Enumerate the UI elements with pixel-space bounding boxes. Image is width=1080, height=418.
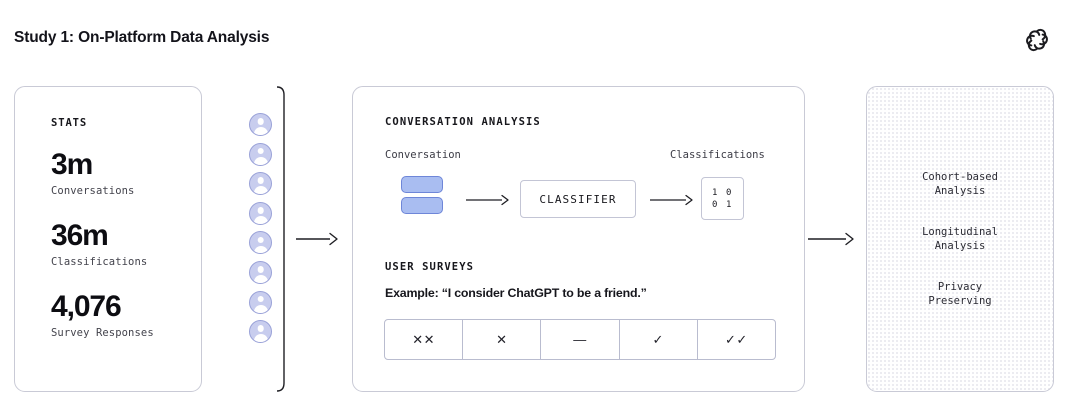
analysis-panel: CONVERSATION ANALYSIS Conversation Class… xyxy=(352,86,805,392)
user-avatar-column xyxy=(249,113,275,344)
stat-label: Conversations xyxy=(51,185,135,197)
chat-bubble-bottom xyxy=(401,197,443,214)
arrow-right-icon xyxy=(296,232,338,246)
arrow-right-icon xyxy=(466,194,509,206)
stat-survey-responses: 4,076 Survey Responses xyxy=(51,290,154,340)
curly-bracket-icon xyxy=(276,86,285,392)
matrix-row-1: 1 0 xyxy=(711,187,734,198)
stats-card: STATS 3m Conversations 36m Classificatio… xyxy=(14,86,202,392)
user-avatar-icon xyxy=(249,320,272,344)
output-longitudinal-analysis: Longitudinal Analysis xyxy=(922,226,998,252)
output-privacy-preserving: Privacy Preserving xyxy=(928,281,992,307)
stats-heading: STATS xyxy=(51,117,88,129)
likert-option-cross[interactable]: ✕ xyxy=(463,320,542,359)
page-title: Study 1: On-Platform Data Analysis xyxy=(14,29,270,46)
stat-value: 36m xyxy=(51,219,109,252)
user-avatar-icon xyxy=(249,260,272,284)
openai-logo-icon xyxy=(1022,25,1052,55)
stat-value: 3m xyxy=(51,148,93,181)
classifier-box: CLASSIFIER xyxy=(520,180,636,218)
arrow-right-icon xyxy=(808,232,854,246)
stat-label: Survey Responses xyxy=(51,327,154,339)
stat-classifications: 36m Classifications xyxy=(51,219,147,269)
arrow-right-icon xyxy=(650,194,693,206)
stat-label: Classifications xyxy=(51,256,148,268)
outputs-panel: Cohort-based Analysis Longitudinal Analy… xyxy=(866,86,1054,392)
user-avatar-icon xyxy=(249,172,272,196)
likert-option-neutral[interactable]: — xyxy=(541,320,620,359)
classification-matrix-box: 1 0 0 1 xyxy=(701,177,744,220)
user-surveys-heading: USER SURVEYS xyxy=(385,261,475,273)
likert-scale[interactable]: ✕✕ ✕ — ✓ ✓✓ xyxy=(384,319,776,360)
conversation-column-label: Conversation xyxy=(385,149,461,161)
matrix-row-2: 0 1 xyxy=(711,199,734,210)
output-cohort-based-analysis: Cohort-based Analysis xyxy=(922,171,998,197)
chat-bubble-icon xyxy=(401,176,443,214)
chat-bubble-top xyxy=(401,176,443,193)
classifications-column-label: Classifications xyxy=(670,149,765,161)
likert-option-double-check[interactable]: ✓✓ xyxy=(725,331,748,347)
stat-value: 4,076 xyxy=(51,290,122,323)
survey-example-text: Example: “I consider ChatGPT to be a fri… xyxy=(385,286,647,300)
likert-option-check[interactable]: ✓ xyxy=(620,320,698,359)
user-avatar-icon xyxy=(249,231,272,255)
user-avatar-icon xyxy=(249,201,272,225)
conversation-analysis-heading: CONVERSATION ANALYSIS xyxy=(385,116,541,128)
stat-conversations: 3m Conversations xyxy=(51,148,134,198)
user-avatar-icon xyxy=(249,290,272,314)
likert-option-double-cross[interactable]: ✕✕ xyxy=(385,320,464,359)
user-avatar-icon xyxy=(249,142,272,166)
user-avatar-icon xyxy=(249,113,272,136)
